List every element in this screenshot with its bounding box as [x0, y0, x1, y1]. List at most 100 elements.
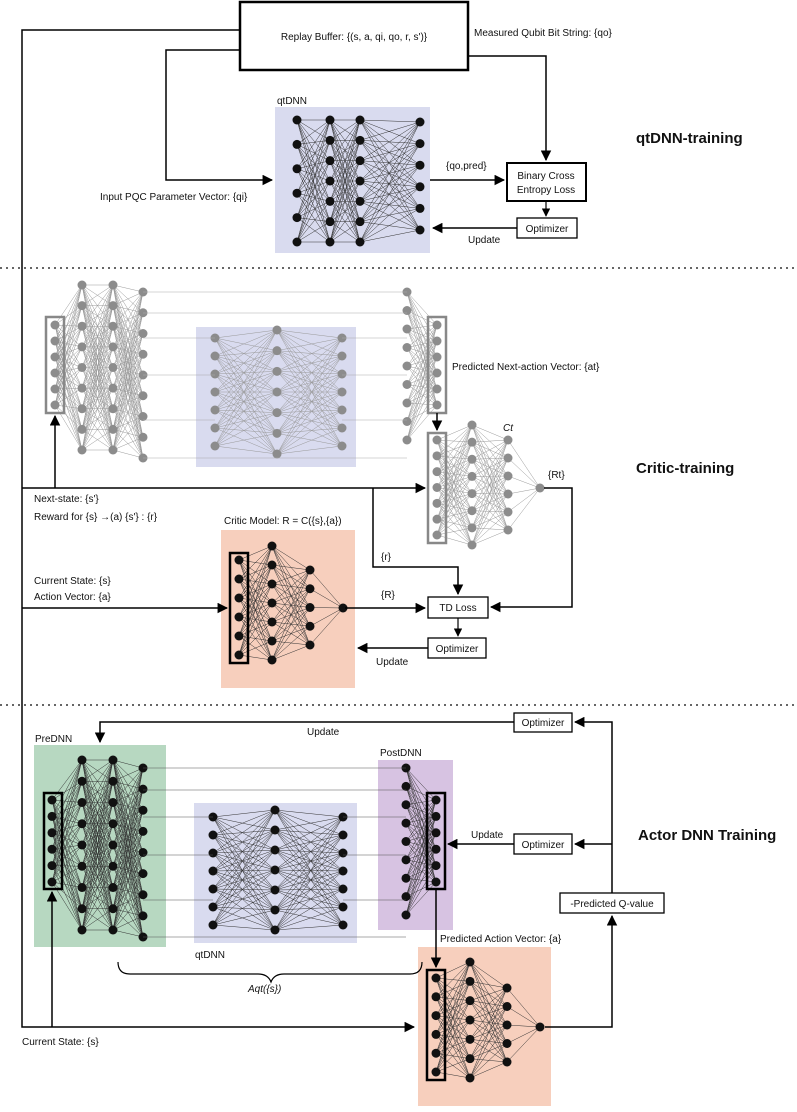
- node: [109, 756, 118, 765]
- node: [326, 217, 335, 226]
- section-title-critic: Critic-training: [636, 460, 734, 477]
- node: [48, 861, 57, 870]
- edge: [472, 476, 508, 512]
- node: [78, 384, 87, 393]
- critic-output-box: [428, 317, 446, 413]
- node: [503, 1058, 512, 1067]
- input-pqc-label: Input PQC Parameter Vector: {qi}: [100, 192, 248, 203]
- node: [78, 281, 87, 290]
- node: [109, 301, 118, 310]
- node: [78, 862, 87, 871]
- node: [235, 632, 244, 641]
- node: [403, 436, 412, 445]
- node: [48, 828, 57, 837]
- edge: [437, 494, 472, 504]
- node: [78, 904, 87, 913]
- neg-q-label: -Predicted Q-value: [570, 899, 654, 910]
- node: [466, 977, 475, 986]
- bce-loss-line2: Entropy Loss: [517, 185, 575, 196]
- node: [48, 878, 57, 887]
- actor-qtdnn-label: qtDNN: [195, 950, 225, 961]
- node: [416, 182, 425, 191]
- node: [109, 446, 118, 455]
- qo-pred-label: {qo,pred}: [446, 161, 487, 172]
- node: [78, 798, 87, 807]
- node: [78, 819, 87, 828]
- node: [416, 226, 425, 235]
- node: [271, 866, 280, 875]
- node: [339, 849, 348, 858]
- node: [268, 618, 277, 627]
- node: [503, 1002, 512, 1011]
- node: [271, 906, 280, 915]
- node: [306, 566, 315, 575]
- node: [78, 301, 87, 310]
- node: [109, 926, 118, 935]
- node: [209, 885, 218, 894]
- node: [339, 831, 348, 840]
- ct-network: [433, 421, 545, 550]
- qtdnn-optimizer-label: Optimizer: [526, 224, 569, 235]
- node: [403, 343, 412, 352]
- node: [51, 401, 60, 410]
- critic-update-label: Update: [376, 657, 409, 668]
- node: [432, 1068, 441, 1077]
- aqt-label: Aqt({s}): [247, 984, 281, 995]
- node: [273, 388, 282, 397]
- node: [109, 425, 118, 434]
- postdnn-label: PostDNN: [380, 748, 422, 759]
- node: [468, 472, 477, 481]
- rt-label: {Rt}: [548, 470, 565, 481]
- node: [109, 281, 118, 290]
- node: [273, 408, 282, 417]
- node: [356, 177, 365, 186]
- node: [403, 362, 412, 371]
- actor-optimizer-mid-label: Optimizer: [522, 840, 565, 851]
- node: [273, 429, 282, 438]
- node: [48, 845, 57, 854]
- node: [78, 926, 87, 935]
- node: [139, 869, 148, 878]
- node: [211, 352, 220, 361]
- current-state-label: Current State: {s}: [34, 576, 111, 587]
- node: [326, 136, 335, 145]
- node: [432, 878, 441, 887]
- edge: [407, 325, 437, 366]
- node: [109, 862, 118, 871]
- bce-loss-line1: Binary Cross: [517, 171, 574, 182]
- replay-buffer-label: Replay Buffer: {(s, a, qi, qo, r, s')}: [281, 32, 428, 43]
- node: [139, 911, 148, 920]
- node: [466, 1016, 475, 1025]
- node: [339, 921, 348, 930]
- node: [403, 306, 412, 315]
- node: [139, 391, 148, 400]
- node: [402, 819, 411, 828]
- actor-update-top-label: Update: [307, 727, 340, 738]
- node: [293, 189, 302, 198]
- node: [139, 329, 148, 338]
- node: [356, 156, 365, 165]
- node: [78, 883, 87, 892]
- node: [433, 337, 442, 346]
- critic-optimizer-label: Optimizer: [436, 644, 479, 655]
- node: [504, 526, 513, 535]
- node: [109, 841, 118, 850]
- node: [293, 238, 302, 247]
- node: [211, 406, 220, 415]
- reward-label: Reward for {s} →(a) {s'} : {r}: [34, 512, 158, 523]
- node: [466, 1054, 475, 1063]
- node: [235, 594, 244, 603]
- node: [78, 425, 87, 434]
- node: [51, 369, 60, 378]
- node: [433, 515, 442, 524]
- node: [468, 523, 477, 532]
- node: [504, 454, 513, 463]
- node: [416, 204, 425, 213]
- node: [433, 483, 442, 492]
- node: [306, 622, 315, 631]
- node: [432, 1030, 441, 1039]
- node: [78, 446, 87, 455]
- node: [433, 436, 442, 445]
- node: [139, 350, 148, 359]
- node: [271, 886, 280, 895]
